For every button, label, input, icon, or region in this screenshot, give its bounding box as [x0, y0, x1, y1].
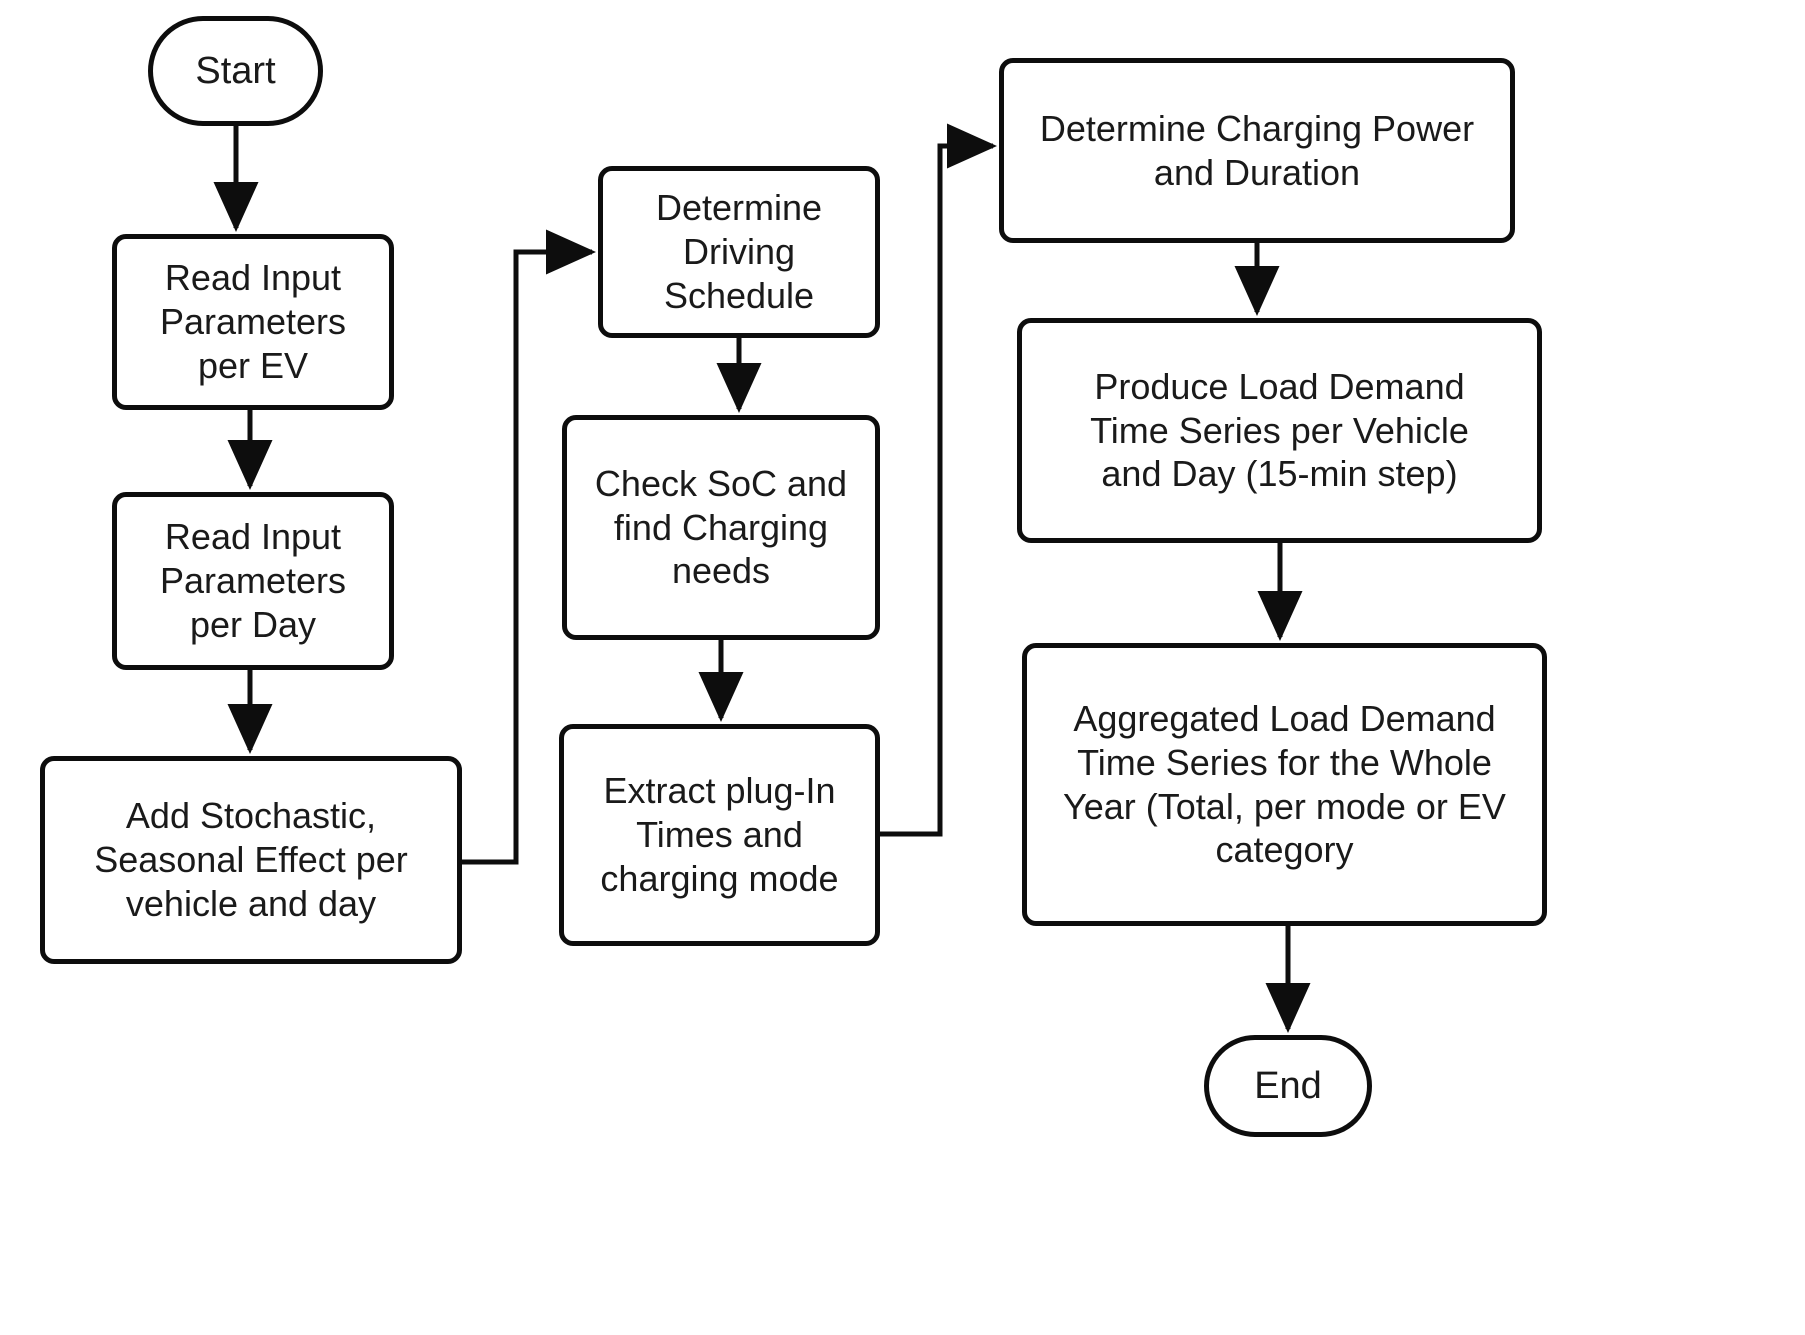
node-aggregated-load-demand-time-series-label: Aggregated Load Demand Time Series for t… — [1063, 697, 1506, 871]
node-check-soc-find-charging-needs[interactable]: Check SoC and find Charging needs — [562, 415, 880, 640]
node-produce-load-demand-time-series-label: Produce Load Demand Time Series per Vehi… — [1090, 365, 1469, 495]
node-extract-plugin-times-charging-mode[interactable]: Extract plug-In Times and charging mode — [559, 724, 880, 946]
node-determine-driving-schedule[interactable]: Determine Driving Schedule — [598, 166, 880, 338]
node-start-label: Start — [195, 49, 276, 92]
node-determine-charging-power-duration-label: Determine Charging Power and Duration — [1039, 107, 1475, 193]
node-add-stochastic-seasonal-effect[interactable]: Add Stochastic, Seasonal Effect per vehi… — [40, 756, 462, 964]
node-aggregated-load-demand-time-series[interactable]: Aggregated Load Demand Time Series for t… — [1022, 643, 1547, 926]
node-produce-load-demand-time-series[interactable]: Produce Load Demand Time Series per Vehi… — [1017, 318, 1542, 543]
node-determine-driving-schedule-label: Determine Driving Schedule — [655, 187, 823, 316]
connector-extract-plugin-times-to-determine-charging-power — [880, 123, 998, 837]
node-end-label: End — [1254, 1064, 1322, 1107]
node-add-stochastic-seasonal-effect-label: Add Stochastic, Seasonal Effect per vehi… — [94, 795, 408, 924]
node-determine-charging-power-duration[interactable]: Determine Charging Power and Duration — [999, 58, 1515, 243]
node-read-input-parameters-per-day[interactable]: Read Input Parameters per Day — [112, 492, 394, 670]
node-start[interactable]: Start — [148, 16, 323, 126]
node-end[interactable]: End — [1204, 1035, 1372, 1137]
node-read-input-parameters-per-ev-label: Read Input Parameters per EV — [159, 257, 347, 386]
node-extract-plugin-times-charging-mode-label: Extract plug-In Times and charging mode — [600, 770, 839, 899]
node-read-input-parameters-per-day-label: Read Input Parameters per Day — [159, 516, 347, 645]
node-check-soc-find-charging-needs-label: Check SoC and find Charging needs — [594, 462, 848, 592]
node-read-input-parameters-per-ev[interactable]: Read Input Parameters per EV — [112, 234, 394, 410]
